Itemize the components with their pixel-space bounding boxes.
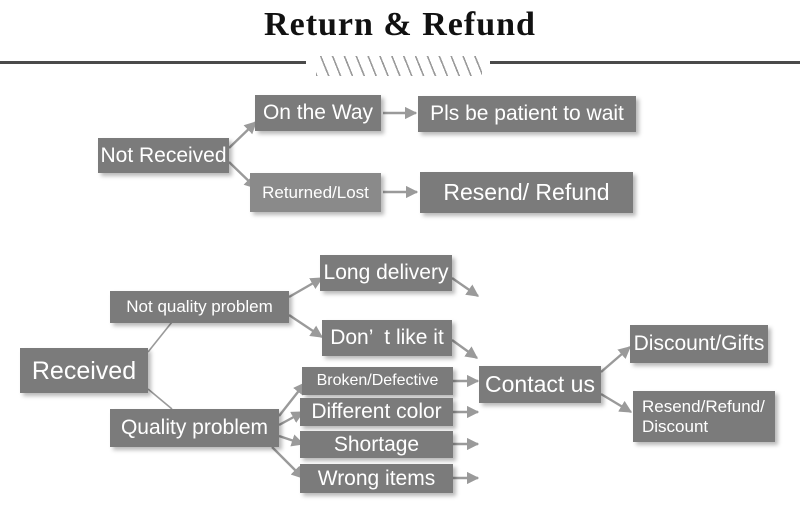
- diagonal-hatch-icon: [316, 56, 482, 76]
- link-notreceived-ontheway: [228, 121, 257, 149]
- divider-line-right: [490, 61, 800, 64]
- link-notquality-dontlike: [288, 314, 324, 338]
- node-different-color[interactable]: Different color: [300, 398, 453, 426]
- node-long-delivery[interactable]: Long delivery: [320, 255, 452, 291]
- link-contact-resendrefunddiscount: [600, 392, 633, 414]
- node-dont-like-it[interactable]: Don’ t like it: [322, 320, 452, 356]
- node-pls-be-patient[interactable]: Pls be patient to wait: [418, 96, 636, 132]
- node-discount-gifts[interactable]: Discount/Gifts: [630, 325, 768, 363]
- node-wrong-items[interactable]: Wrong items: [300, 464, 453, 493]
- node-shortage[interactable]: Shortage: [300, 431, 453, 458]
- link-received-quality: [147, 388, 173, 410]
- link-contact-discountgifts: [600, 346, 631, 373]
- link-quality-wrongitems: [271, 446, 304, 479]
- link-notquality-longdelivery: [288, 276, 324, 299]
- link-dontlike-contact: [451, 339, 479, 359]
- page-title: Return & Refund: [264, 6, 536, 43]
- node-resend-refund[interactable]: Resend/ Refund: [420, 172, 633, 213]
- node-not-received[interactable]: Not Received: [98, 138, 229, 173]
- node-contact-us[interactable]: Contact us: [479, 366, 601, 403]
- node-broken-defective[interactable]: Broken/Defective: [302, 367, 453, 395]
- link-longdelivery-contact: [451, 277, 480, 297]
- title-divider: [0, 56, 800, 78]
- node-not-quality-problem[interactable]: Not quality problem: [110, 291, 289, 323]
- node-received[interactable]: Received: [20, 348, 148, 393]
- node-quality-problem[interactable]: Quality problem: [110, 409, 279, 447]
- node-on-the-way[interactable]: On the Way: [255, 95, 381, 131]
- link-received-notquality: [147, 321, 173, 353]
- node-returned-lost[interactable]: Returned/Lost: [250, 173, 381, 212]
- divider-line-left: [0, 61, 306, 64]
- node-resend-refund-discount[interactable]: Resend/Refund/ Discount: [633, 391, 775, 442]
